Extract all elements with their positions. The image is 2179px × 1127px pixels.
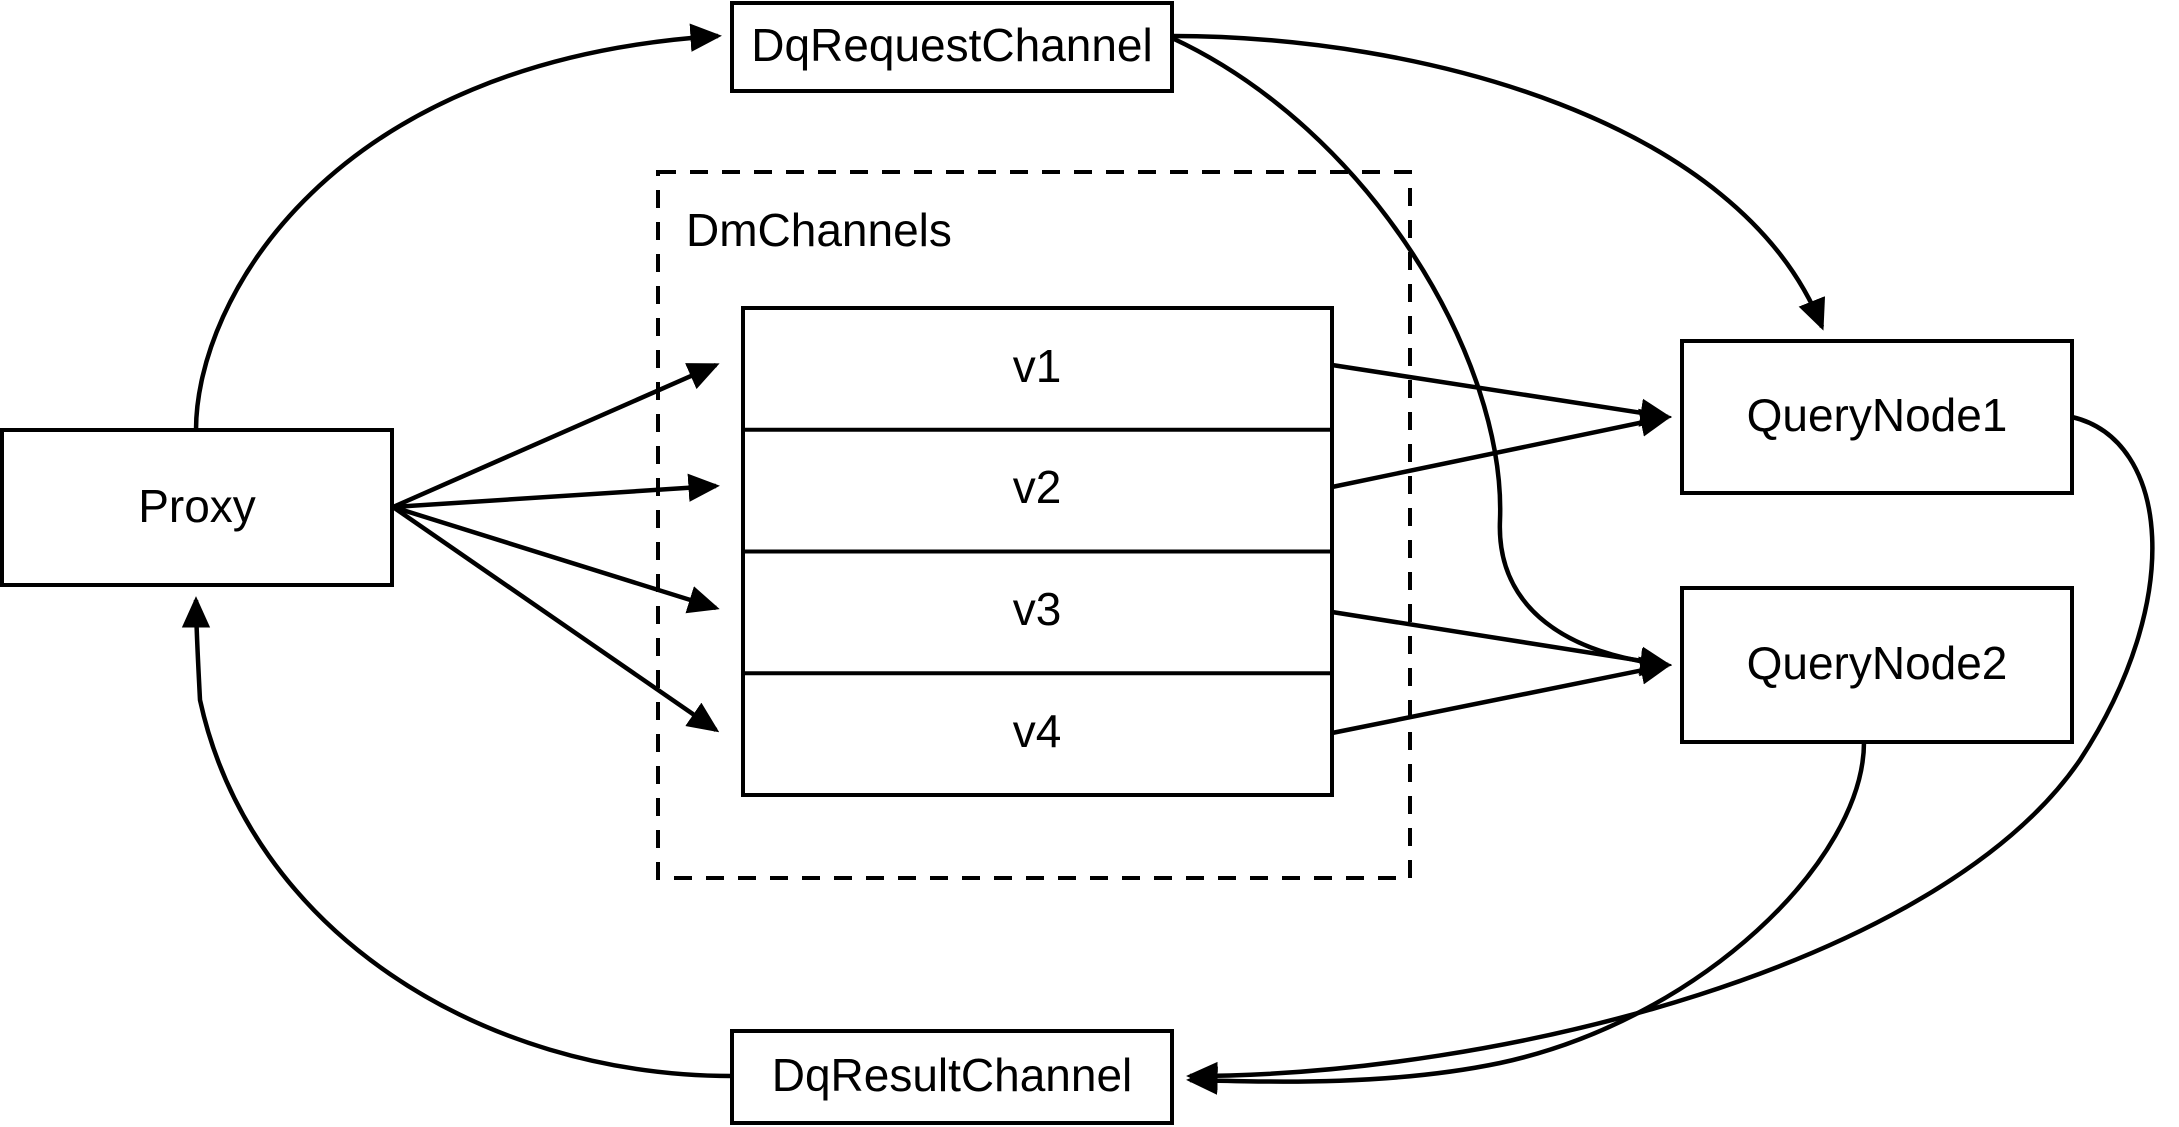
edge-v2-to-querynode1	[1331, 408, 1672, 490]
edge-layer	[181, 23, 2155, 1095]
edge-proxy-to-v1	[392, 362, 720, 510]
node-dq-result-channel[interactable]: DqResultChannel	[730, 1029, 1174, 1125]
edge-dqrequest-to-querynode1	[1171, 33, 1825, 331]
channel-row-v4-label[interactable]: v4	[1013, 705, 1062, 757]
channel-row-v3-label[interactable]: v3	[1013, 583, 1062, 635]
node-query-node-2-label: QueryNode2	[1747, 637, 2008, 689]
edge-proxy-to-v4	[391, 505, 720, 733]
edge-v1-to-querynode1	[1331, 362, 1672, 427]
node-query-node-1-label: QueryNode1	[1747, 389, 2008, 441]
node-query-node-2-box[interactable]	[1680, 586, 2074, 744]
node-dq-result-channel-box[interactable]	[730, 1029, 1174, 1125]
edge-dqrequest-to-querynode2	[1171, 35, 1672, 677]
edge-querynode1-to-dqresult	[1186, 414, 2155, 1091]
node-query-node-2[interactable]: QueryNode2	[1680, 586, 2074, 744]
node-proxy-label: Proxy	[138, 480, 256, 532]
group-dm-channels: DmChannels	[656, 170, 1412, 880]
node-dq-result-channel-label: DqResultChannel	[772, 1049, 1133, 1101]
dm-channels-boundary	[656, 170, 1412, 880]
edge-proxy-to-v2	[392, 473, 720, 510]
node-query-node-1[interactable]: QueryNode1	[1680, 339, 2074, 495]
node-dq-request-channel[interactable]: DqRequestChannel	[730, 1, 1174, 93]
edge-dqresult-to-proxy	[181, 596, 733, 1079]
edge-proxy-to-v3	[392, 504, 720, 614]
node-query-node-1-box[interactable]	[1680, 339, 2074, 495]
channel-table: v1 v2 v3 v4	[741, 306, 1334, 797]
node-proxy-box[interactable]	[0, 428, 394, 587]
edge-querynode2-to-dqresult	[1186, 741, 1867, 1095]
channel-row-v1-label[interactable]: v1	[1013, 340, 1062, 392]
channel-row-v2-label[interactable]: v2	[1013, 461, 1062, 513]
node-dq-request-channel-label: DqRequestChannel	[751, 19, 1153, 71]
node-dq-request-channel-box[interactable]	[730, 1, 1174, 93]
node-proxy[interactable]: Proxy	[0, 428, 394, 587]
dm-channels-label: DmChannels	[686, 204, 952, 256]
edge-v4-to-querynode2	[1331, 656, 1672, 736]
edge-proxy-to-dqrequest	[193, 23, 722, 431]
